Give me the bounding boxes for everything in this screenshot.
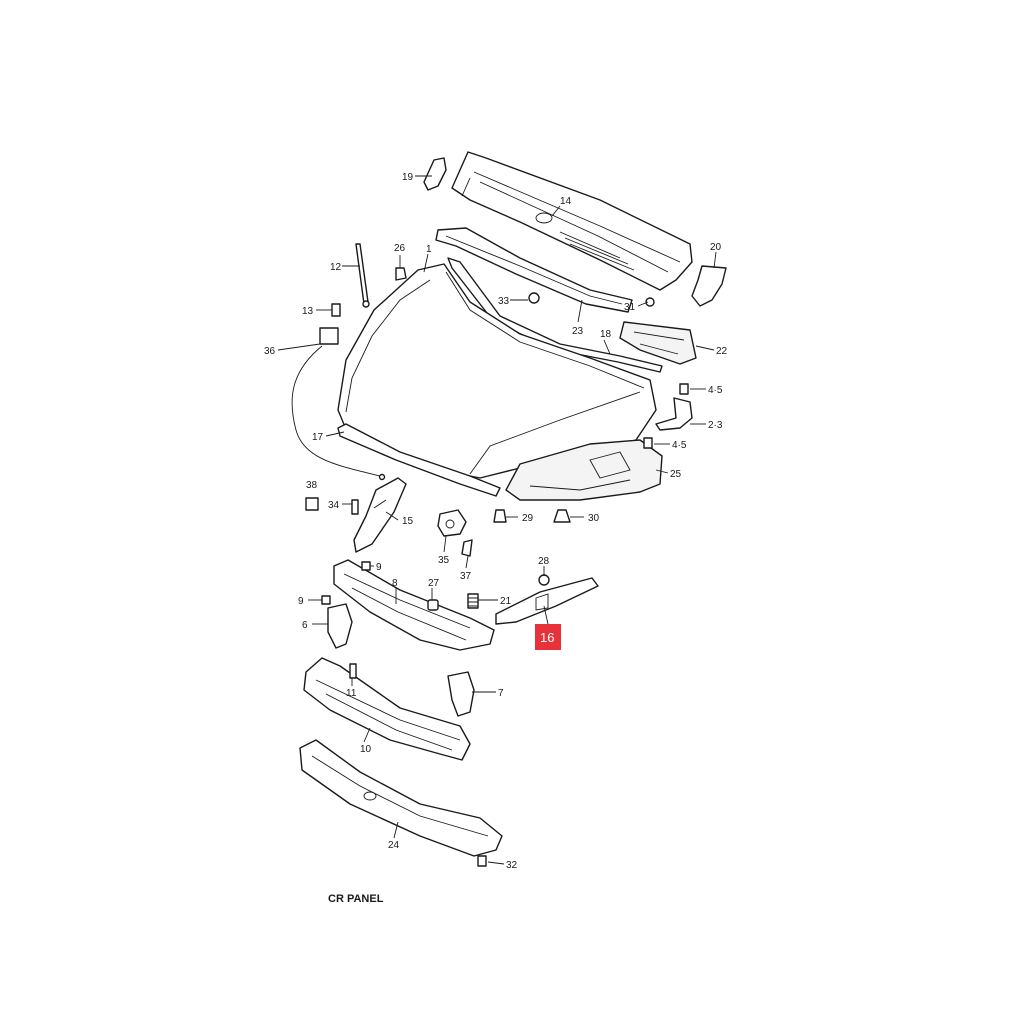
callout-20: 20 — [710, 242, 722, 253]
callout-4-5a: 4·5 — [708, 385, 723, 396]
hood-insulator-part — [505, 439, 663, 501]
bracket-20-part — [691, 265, 727, 307]
callout-35: 35 — [438, 555, 450, 566]
hood-hinge-part — [655, 397, 693, 431]
clip-31-part — [645, 297, 655, 307]
callout-22: 22 — [716, 346, 728, 357]
callout-6: 6 — [302, 620, 308, 631]
bolt-34-part — [351, 499, 359, 515]
callout-4-5b: 4·5 — [672, 440, 687, 451]
hood-latch-part — [437, 509, 467, 537]
cowl-seal-strip-part — [435, 227, 633, 313]
bracket-19-part — [423, 157, 447, 191]
callout-34: 34 — [328, 500, 340, 511]
callout-38: 38 — [306, 480, 318, 491]
release-cable-part — [291, 327, 386, 481]
callout-26: 26 — [394, 243, 406, 254]
bolt-9a-part — [361, 561, 371, 571]
callout-9b: 9 — [298, 596, 304, 607]
callout-1: 1 — [426, 244, 432, 255]
nut-28-part — [538, 574, 550, 586]
callout-19: 19 — [402, 172, 414, 183]
callout-27: 27 — [428, 578, 440, 589]
callout-11: 11 — [346, 688, 357, 699]
callout-16-box — [535, 624, 561, 650]
callout-28: 28 — [538, 556, 550, 567]
side-cover-22-part — [619, 321, 697, 365]
callout-18: 18 — [600, 329, 612, 340]
callout-10: 10 — [360, 744, 372, 755]
callout-13: 13 — [302, 306, 314, 317]
front-seal-17-part — [337, 423, 501, 497]
bracket-6-part — [327, 603, 353, 649]
callout-36: 36 — [264, 346, 276, 357]
bracket-7-part — [447, 671, 475, 717]
bumper-30-part — [553, 509, 571, 523]
callout-24: 24 — [388, 840, 400, 851]
callout-31: 31 — [624, 302, 636, 313]
bolt-4-5a-part — [679, 383, 689, 395]
callout-30: 30 — [588, 513, 600, 524]
hood-stay-part — [355, 243, 370, 308]
cushion-27-part — [427, 599, 439, 611]
callout-32: 32 — [506, 860, 518, 871]
callout-9a: 9 — [376, 562, 382, 573]
clip-26-part — [395, 267, 407, 281]
callout-16-highlight: 16 — [535, 624, 561, 650]
bolt-9b-part — [321, 595, 331, 605]
callout-14: 14 — [560, 196, 572, 207]
callout-2-3: 2·3 — [708, 420, 723, 431]
callout-23: 23 — [572, 326, 584, 337]
bolt-11-part — [349, 663, 357, 679]
callout-25: 25 — [670, 469, 682, 480]
callout-15: 15 — [402, 516, 414, 527]
callout-21: 21 — [500, 596, 512, 607]
callout-8: 8 — [392, 578, 398, 589]
side-brace-16-part — [495, 577, 599, 625]
clip-38-part — [305, 497, 319, 511]
clip-33-part — [528, 292, 540, 304]
callout-37: 37 — [460, 571, 472, 582]
radiator-support-10-part — [303, 657, 471, 761]
latch-support-15-part — [353, 477, 407, 553]
spring-21-part — [467, 593, 479, 609]
callout-33: 33 — [498, 296, 510, 307]
bumper-29-part — [493, 509, 507, 523]
callout-29: 29 — [522, 513, 534, 524]
clip-13-part — [331, 303, 341, 317]
bolt-4-5b-part — [643, 437, 653, 449]
callout-16: 16 — [540, 630, 554, 645]
callout-labels: 19 14 20 12 26 1 33 23 31 18 22 13 36 17… — [264, 172, 728, 871]
crossmember-24-part — [299, 739, 503, 857]
callout-17: 17 — [312, 432, 324, 443]
clip-37-part — [461, 539, 473, 557]
bolt-32-part — [477, 855, 487, 867]
upper-support-8-part — [333, 559, 495, 651]
callout-7: 7 — [498, 688, 504, 699]
leader-lines — [277, 175, 717, 865]
cowl-top-panel-part — [451, 151, 693, 291]
diagram-caption: CR PANEL — [328, 893, 384, 905]
callout-12: 12 — [330, 262, 342, 273]
